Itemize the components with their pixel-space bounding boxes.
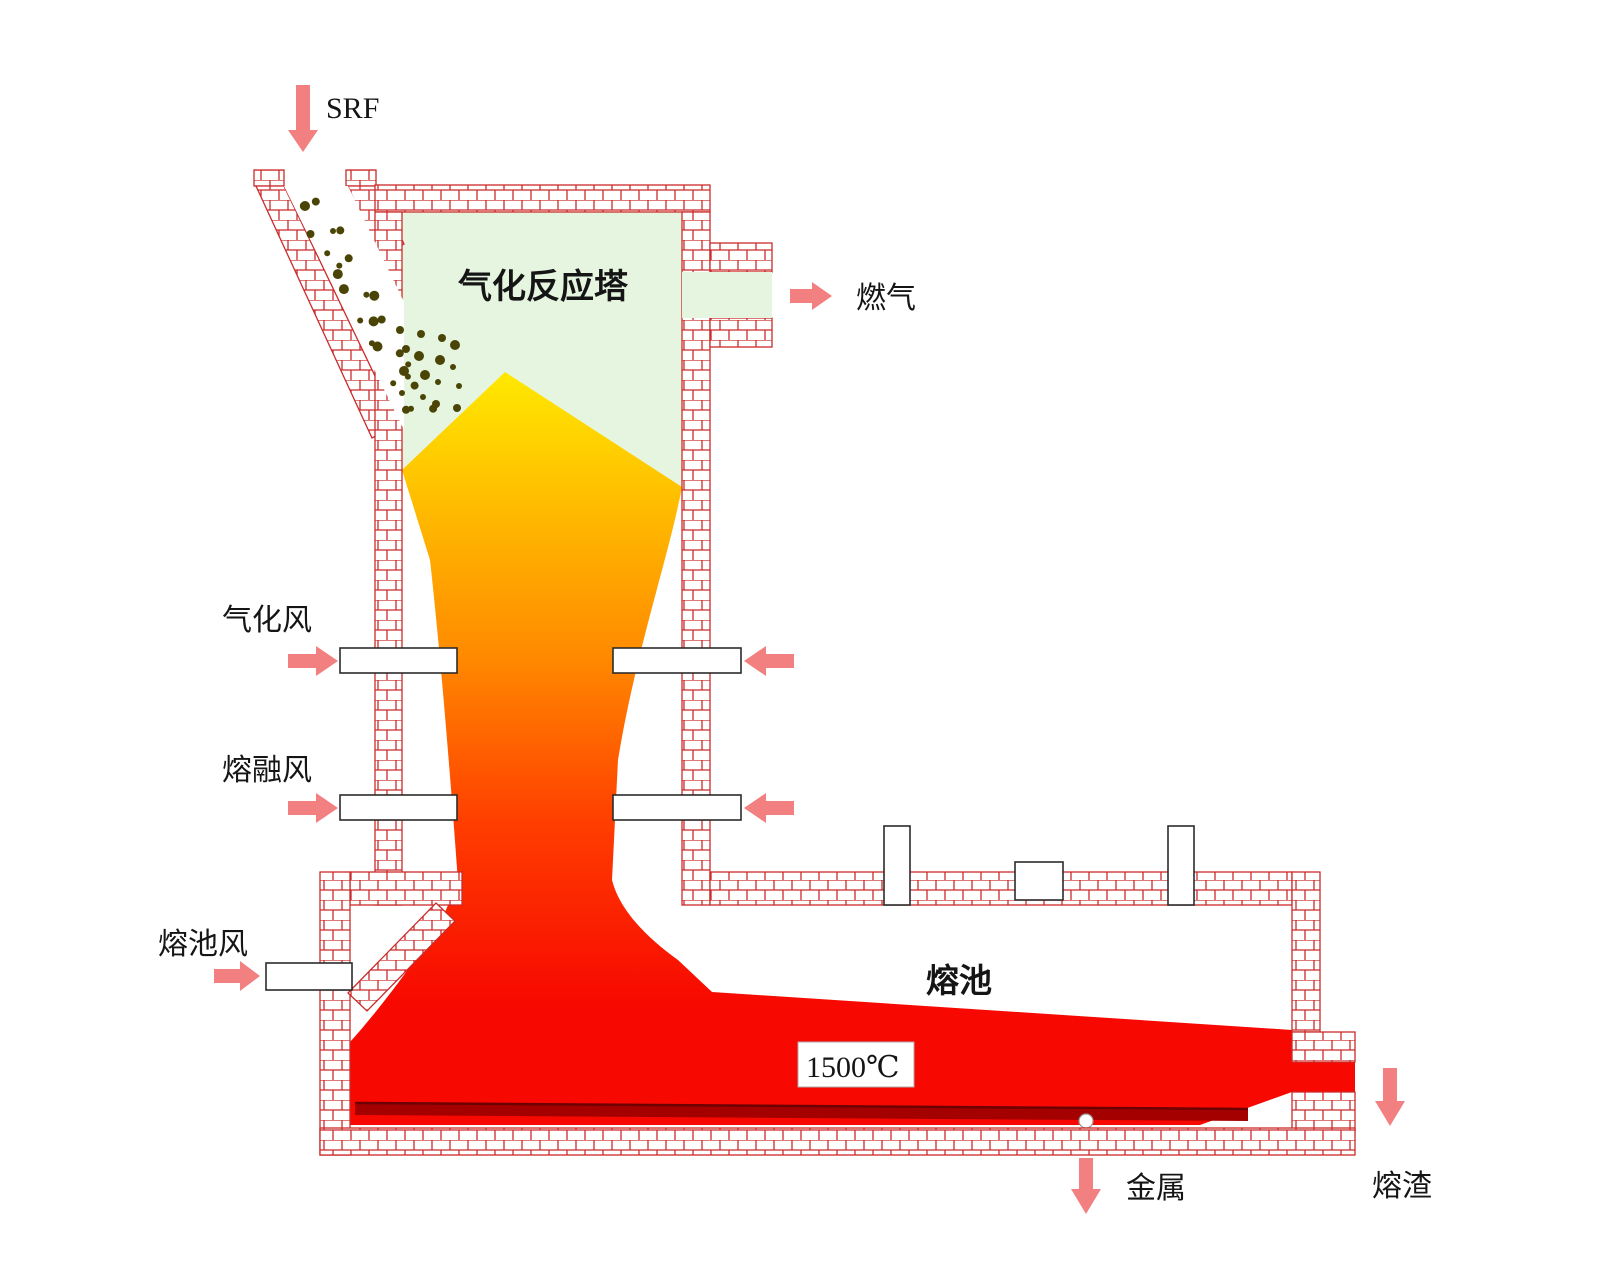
srf-particle-dot [396, 326, 404, 334]
srf-particle-dot [357, 317, 364, 324]
srf-particle-dot [435, 379, 441, 385]
srf-down-arrow-icon [288, 85, 318, 152]
srf-particle-dot [399, 366, 409, 376]
junction-wall [349, 871, 463, 906]
srf-particle-dot [414, 351, 424, 361]
feed-chute-channel [284, 186, 404, 430]
gas-duct-channel [682, 272, 772, 318]
gasification-air-right-arrow-icon [744, 646, 794, 676]
srf-particle-dot [324, 250, 331, 257]
chamber-right-wall [1291, 871, 1321, 1033]
refractory-brick-structure [253, 169, 1356, 1156]
srf-particle-dot [450, 364, 456, 370]
melting-air-left-arrow-icon [288, 793, 338, 823]
slag-notch-upper [1291, 1031, 1356, 1063]
srf-particle-dot [420, 370, 430, 380]
pool-air-port [265, 962, 353, 991]
srf-particle-dot [432, 400, 440, 408]
srf-particle-dot [410, 381, 419, 390]
srf-particle-dot [390, 380, 397, 387]
chute-rim-left [253, 169, 285, 187]
gas-duct-bottom-wall [709, 317, 773, 348]
srf-particle-dot [438, 334, 446, 342]
srf-particle-dot [402, 345, 410, 353]
srf-particle-dot [363, 291, 370, 298]
srf-feed-particles [299, 197, 462, 414]
metal-down-arrow-icon [1071, 1158, 1101, 1214]
srf-particle-dot [405, 361, 412, 368]
metal-label: 金属 [1126, 1172, 1186, 1205]
srf-particle-dot [435, 355, 445, 365]
srf-particle-dot [330, 228, 336, 234]
pool-air-arrow-icon [214, 961, 260, 991]
srf-particle-dot [420, 394, 426, 400]
gasifier-interior [402, 212, 682, 490]
srf-particle-dot [417, 330, 425, 338]
slag-label: 熔渣 [1372, 1170, 1432, 1203]
flow-arrows [214, 85, 1405, 1214]
srf-particle-dot [408, 405, 414, 412]
srf-particle-dot [456, 383, 462, 389]
srf-particle-dot [368, 316, 379, 327]
srf-particle-dot [299, 201, 308, 210]
gasification-air-left-arrow-icon [288, 646, 338, 676]
gasifier-tower-label: 气化反应塔 [457, 268, 629, 306]
fuel-gas-right-arrow-icon [790, 282, 832, 310]
srf-particle-dot [311, 197, 320, 206]
chamber-top-port-3 [1167, 825, 1195, 906]
gas-duct-top-wall [709, 242, 773, 273]
melting-air-right-arrow-icon [744, 793, 794, 823]
srf-particle-dot [336, 262, 343, 269]
chamber-top-port-2 [1014, 861, 1064, 901]
srf-particle-dot [332, 269, 343, 280]
fuel-gas-label: 燃气 [856, 282, 916, 315]
srf-particle-dot [453, 404, 461, 412]
srf-particle-dot [399, 390, 405, 396]
diagram-labels: SRF 气化反应塔 燃气 气化风 熔融风 熔池风 熔池 1500℃ 金属 熔渣 [158, 92, 1432, 1205]
melting-air-label: 熔融风 [222, 754, 312, 787]
pool-air-label: 熔池风 [158, 928, 248, 961]
chamber-top-port-1 [883, 825, 911, 906]
srf-particle-dot [450, 340, 460, 350]
melt-pool-label: 熔池 [926, 963, 992, 1000]
tower-right-wall [681, 211, 711, 906]
slag-down-arrow-icon [1375, 1068, 1405, 1126]
chute-rim-right [345, 169, 377, 187]
slag-notch-lower [1291, 1091, 1356, 1133]
gasification-air-label: 气化风 [222, 604, 312, 637]
flame-and-melt [350, 372, 1355, 1125]
srf-particle-dot [338, 284, 349, 295]
srf-particle-dot [395, 349, 404, 358]
srf-particle-dot [369, 290, 380, 301]
srf-particle-dot [372, 341, 383, 352]
gasification-air-port-left [339, 647, 458, 674]
inlet-diagonal-wall [347, 902, 456, 1012]
chamber-top-wall [709, 871, 1293, 906]
metal-layer-line [354, 1101, 1249, 1111]
chamber-left-wall [319, 871, 351, 1156]
temperature-label: 1500℃ [806, 1051, 900, 1084]
srf-particle-dot [336, 226, 345, 235]
melting-air-port-left [339, 794, 458, 821]
srf-particle-dot [306, 230, 315, 238]
tower-top-wall [374, 184, 711, 213]
temperature-box [797, 1041, 915, 1088]
melting-air-port-right [612, 794, 742, 821]
srf-particle-dot [402, 405, 410, 414]
srf-label: SRF [326, 92, 379, 125]
srf-particle-dot [344, 254, 353, 263]
chamber-bottom-wall [319, 1127, 1356, 1156]
srf-particle-dot [377, 315, 386, 324]
air-ports [265, 647, 1195, 991]
gasification-air-port-right [612, 647, 742, 674]
metal-tap-hole [1078, 1113, 1094, 1129]
